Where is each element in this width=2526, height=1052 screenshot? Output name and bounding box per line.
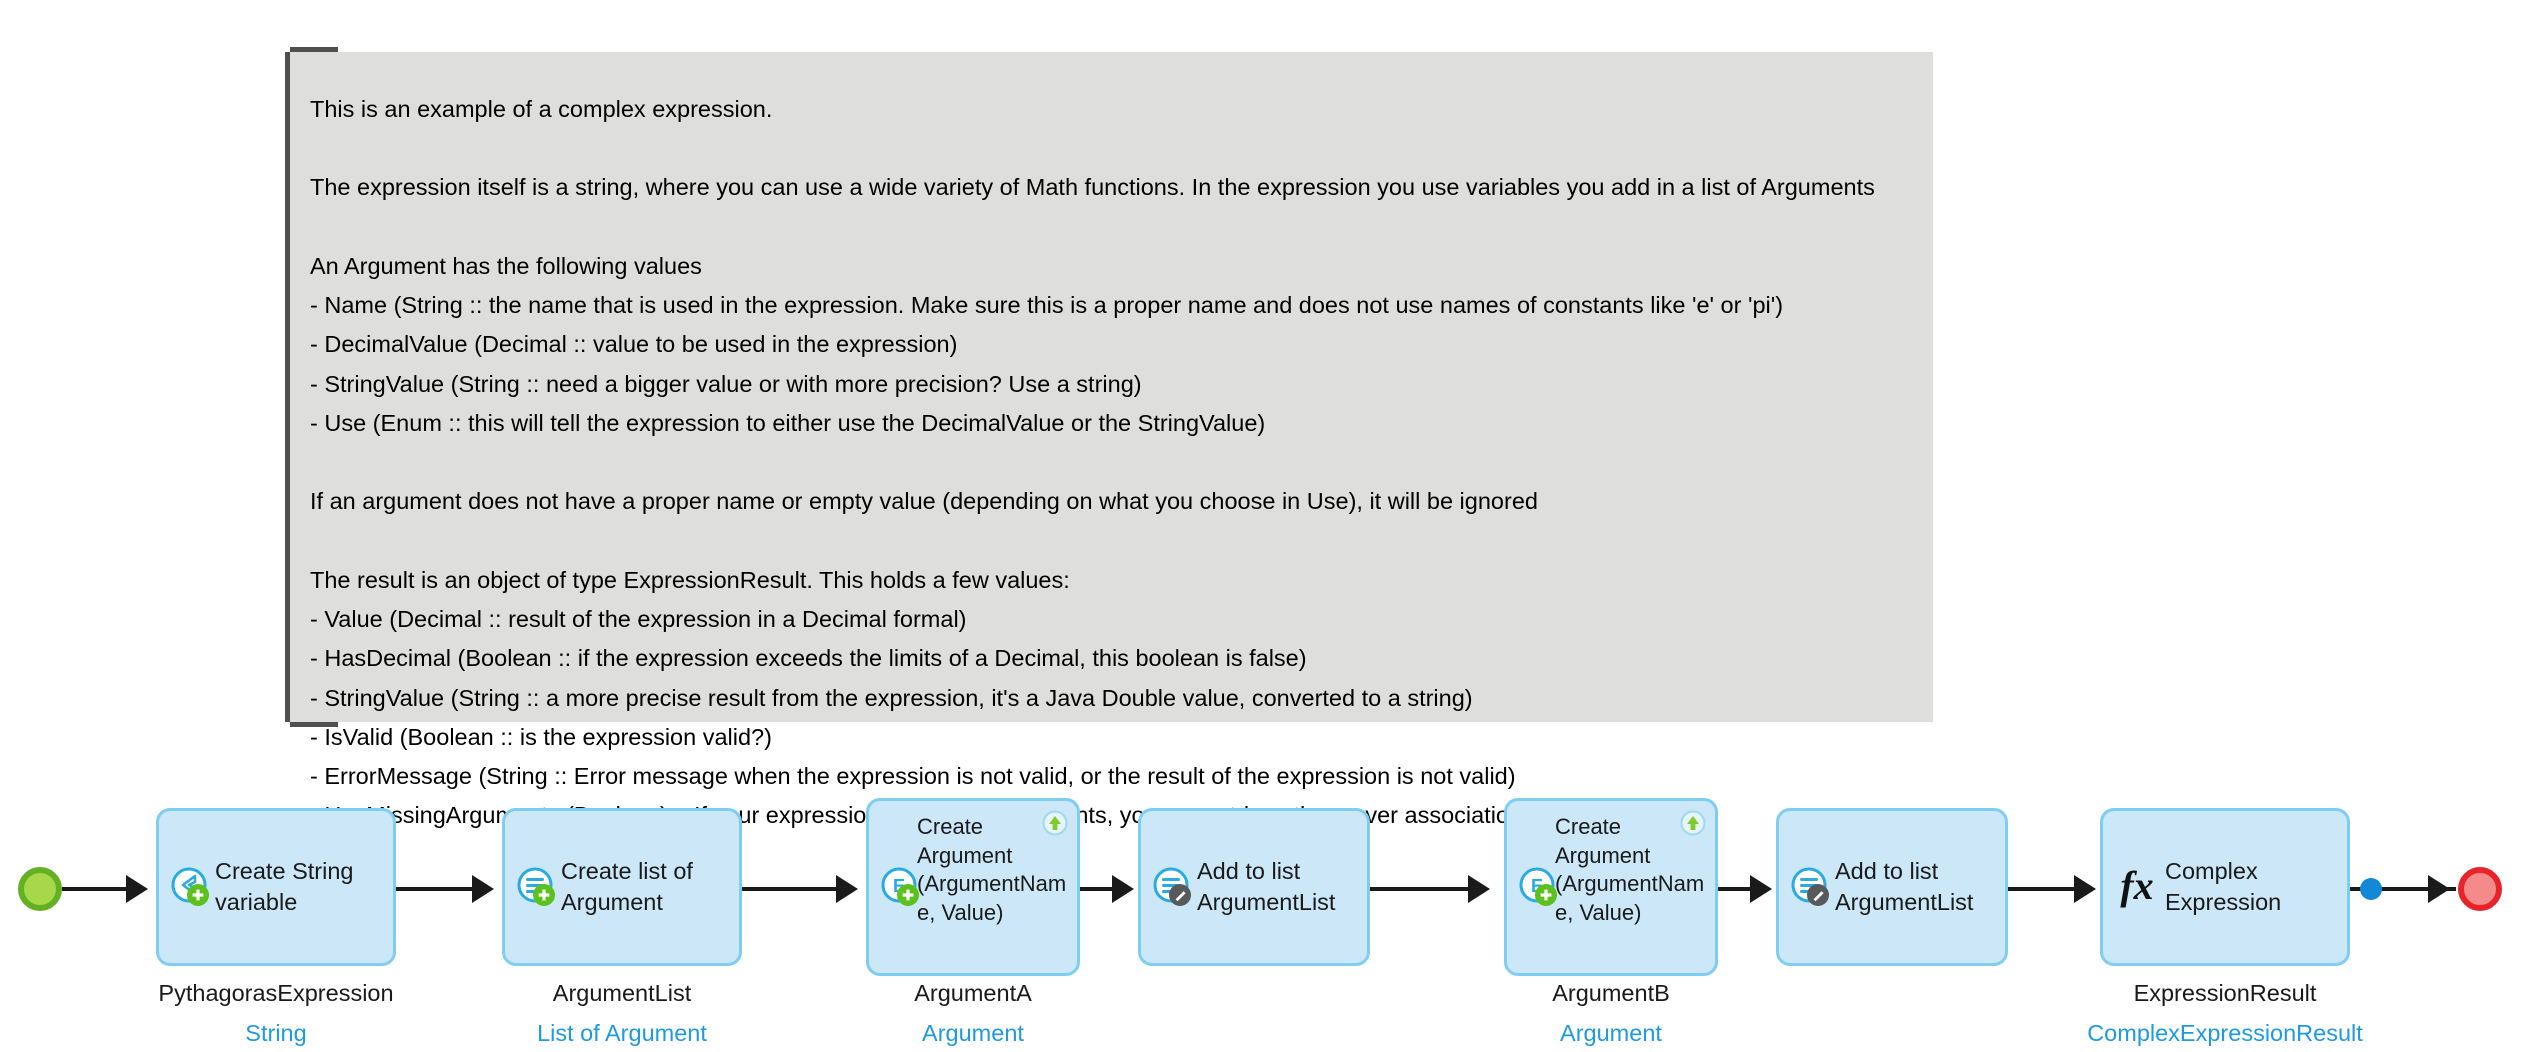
connector-line: [1080, 887, 1126, 891]
node-create-string-variable[interactable]: Create String variable: [156, 808, 396, 966]
node-label: Create Argument (ArgumentNam e, Value): [917, 814, 1067, 925]
node-add-to-list-argumentlist-a[interactable]: Add to list ArgumentList: [1138, 808, 1370, 966]
node-label: Complex Expression: [2165, 857, 2282, 915]
node-caption-name: PythagorasExpression: [158, 980, 394, 1006]
node-caption-type: Argument: [922, 1020, 1024, 1046]
svg-text:fx: fx: [2120, 863, 2153, 908]
node-caption-type: ComplexExpressionResult: [2087, 1020, 2363, 1046]
commit-up-icon: [1679, 809, 1707, 837]
node-caption-name: ArgumentList: [552, 980, 692, 1006]
create-object-icon: E: [879, 865, 923, 909]
connector-line: [1718, 887, 1764, 891]
node-label: Create list of Argument: [561, 857, 693, 915]
node-caption-name: ArgumentB: [1552, 980, 1670, 1006]
node-create-argument-b[interactable]: E Create Argument (ArgumentNam e, Value): [1504, 798, 1718, 976]
fx-icon: fx: [2111, 861, 2163, 913]
edit-list-icon: [1151, 865, 1195, 909]
create-object-icon: E: [1517, 865, 1561, 909]
connector-arrow: [1112, 875, 1134, 903]
connector-arrow: [1750, 875, 1772, 903]
commit-up-icon: [1041, 809, 1069, 837]
connector-line: [396, 887, 486, 891]
node-label: Create Argument (ArgumentNam e, Value): [1555, 814, 1705, 925]
edit-list-icon: [1789, 865, 1833, 909]
connector-arrow: [1468, 875, 1490, 903]
connector-line: [2008, 887, 2090, 891]
connector-arrow: [472, 875, 494, 903]
node-label: Create String variable: [215, 857, 354, 915]
node-label: Add to list ArgumentList: [1197, 857, 1336, 915]
node-caption-type: String: [245, 1020, 307, 1046]
connector-line: [1370, 887, 1482, 891]
node-caption-type: Argument: [1560, 1020, 1662, 1046]
node-caption-type: List of Argument: [537, 1020, 707, 1046]
node-create-list-of-argument[interactable]: Create list of Argument: [502, 808, 742, 966]
comment-text: This is an example of a complex expressi…: [310, 96, 1875, 829]
comment-top-edge: [290, 47, 338, 52]
connector-line: [742, 887, 850, 891]
node-complex-expression[interactable]: fx Complex Expression: [2100, 808, 2350, 966]
node-caption-name: ArgumentA: [914, 980, 1032, 1006]
connector-arrow: [2428, 875, 2450, 903]
create-list-icon: [515, 865, 559, 909]
node-add-to-list-argumentlist-b[interactable]: Add to list ArgumentList: [1776, 808, 2008, 966]
connector-arrow: [836, 875, 858, 903]
node-caption-name: ExpressionResult: [2133, 980, 2317, 1006]
connector-line: [62, 887, 140, 891]
connector-dot[interactable]: [2360, 878, 2382, 900]
start-event-icon[interactable]: [16, 865, 64, 913]
microflow-sequence: Create String variable PythagorasExpress…: [0, 780, 2526, 1052]
node-create-argument-a[interactable]: E Create Argument (ArgumentNam e, Value): [866, 798, 1080, 976]
node-label: Add to list ArgumentList: [1835, 857, 1974, 915]
comment-bottom-edge: [290, 722, 338, 727]
create-variable-icon: [169, 865, 213, 909]
connector-arrow: [2074, 875, 2096, 903]
connector-line: [2350, 887, 2456, 891]
connector-arrow: [126, 875, 148, 903]
end-event-icon[interactable]: [2456, 865, 2504, 913]
annotation-comment-box[interactable]: This is an example of a complex expressi…: [285, 47, 1933, 828]
